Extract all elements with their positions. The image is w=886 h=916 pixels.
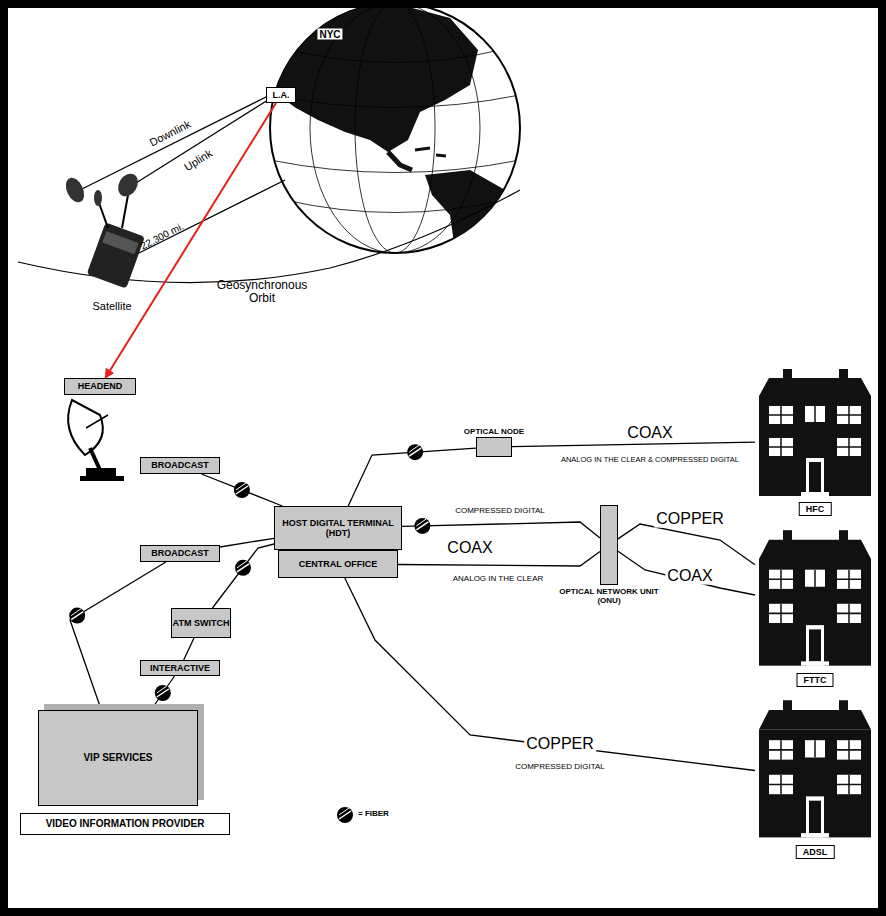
fiber-stripe <box>237 561 247 568</box>
connector <box>398 552 600 567</box>
connector <box>402 522 600 538</box>
text-label: 22,300 mi. <box>139 220 186 251</box>
fiber-disc <box>235 560 251 576</box>
fiber-disc <box>414 518 430 534</box>
frame <box>4 4 882 912</box>
connector <box>151 676 174 710</box>
house: FTTC <box>755 527 875 687</box>
interactive-box: INTERACTIVE <box>140 660 220 676</box>
fiber-stripe <box>71 612 83 620</box>
text-label: COMPRESSED DIGITAL <box>515 762 605 771</box>
atm-switch-box: ATM SWITCH <box>171 608 231 638</box>
broadcast-box: BROADCAST <box>140 457 220 474</box>
connector <box>512 442 755 447</box>
central-office-box: CENTRAL OFFICE <box>278 550 398 578</box>
fiber-stripe <box>236 483 246 490</box>
fiber-symbol <box>69 608 85 624</box>
edge-label: COAX <box>625 425 674 442</box>
fiber-stripe <box>157 689 169 697</box>
house-drawing <box>755 366 875 516</box>
legend-text: = FIBER <box>358 809 389 818</box>
fiber-disc <box>407 444 423 460</box>
connector <box>184 638 194 660</box>
connector <box>212 544 274 608</box>
node-label: HOST DIGITAL TERMINAL (HDT) <box>275 518 401 539</box>
node-label: OPTICAL NODE <box>464 427 524 436</box>
fiber-symbol <box>407 444 423 460</box>
text-label: ANALOG IN THE CLEAR <box>453 574 544 583</box>
fiber-stripe <box>157 686 167 693</box>
house: ADSL <box>755 697 875 859</box>
fiber-stripe <box>71 609 81 616</box>
city-box: L.A. <box>266 87 296 103</box>
fiber-stripe <box>236 486 248 494</box>
house-label: HFC <box>799 502 832 516</box>
dish-antenna <box>68 400 124 481</box>
house-drawing <box>755 527 875 687</box>
node-label: HEADEND <box>78 381 123 391</box>
node-label: ATM SWITCH <box>173 618 230 628</box>
fiber-stripe <box>237 564 249 572</box>
text-label: Downlink <box>147 118 192 149</box>
optical-network-unit: OPTICAL NETWORK UNIT (ONU) <box>600 505 618 585</box>
fiber-stripe <box>409 448 421 456</box>
vip-services-panel: VIP SERVICES <box>38 710 198 806</box>
node-label: BROADCAST <box>151 548 209 558</box>
broadcast-box: BROADCAST <box>140 545 220 562</box>
house: HFC <box>755 366 875 516</box>
house-label: ADSL <box>796 845 835 859</box>
red-arrow <box>105 103 276 378</box>
fiber-stripe <box>416 522 428 530</box>
node-label: CENTRAL OFFICE <box>299 559 377 569</box>
fiber-stripe <box>416 519 426 526</box>
fiber-stripe <box>409 445 419 452</box>
provider-band: VIDEO INFORMATION PROVIDER <box>20 813 230 835</box>
headend-box: HEADEND <box>64 378 136 395</box>
house-label: FTTC <box>797 673 834 687</box>
node-label: INTERACTIVE <box>150 663 210 673</box>
fiber-disc <box>155 685 171 701</box>
text-label: NYC <box>317 29 342 40</box>
fiber-disc <box>234 482 250 498</box>
optical-node: OPTICAL NODE <box>476 437 512 457</box>
fiber-symbol <box>234 482 250 498</box>
edge-label: COAX <box>665 568 714 585</box>
hdt-box: HOST DIGITAL TERMINAL (HDT) <box>274 506 402 550</box>
node-label: BROADCAST <box>151 460 209 470</box>
text-label: ANALOG IN THE CLEAR & COMPRESSED DIGITAL <box>561 455 739 464</box>
satellite <box>62 96 285 288</box>
globe <box>262 0 520 262</box>
text-label: Satellite <box>92 300 131 312</box>
fiber-disc <box>69 608 85 624</box>
fiber-symbol <box>414 518 430 534</box>
edge-label: COPPER <box>524 736 596 753</box>
node-label: OPTICAL NETWORK UNIT (ONU) <box>559 587 659 605</box>
node-label: VIDEO INFORMATION PROVIDER <box>46 818 205 830</box>
fiber-legend-symbol <box>337 807 353 823</box>
edge-label: COMPRESSED DIGITAL <box>453 507 547 515</box>
connector <box>70 562 166 710</box>
fiber-symbol <box>235 560 251 576</box>
edge-label: COAX <box>445 540 494 557</box>
fiber-symbol <box>155 685 171 701</box>
connector <box>618 524 755 565</box>
connector <box>345 578 755 771</box>
edge-label: COPPER <box>654 511 726 528</box>
text-label: Geosynchronous Orbit <box>202 279 322 305</box>
house-drawing <box>755 697 875 859</box>
connector <box>202 474 283 506</box>
node-label: VIP SERVICES <box>83 752 152 764</box>
node-label: L.A. <box>273 90 290 100</box>
